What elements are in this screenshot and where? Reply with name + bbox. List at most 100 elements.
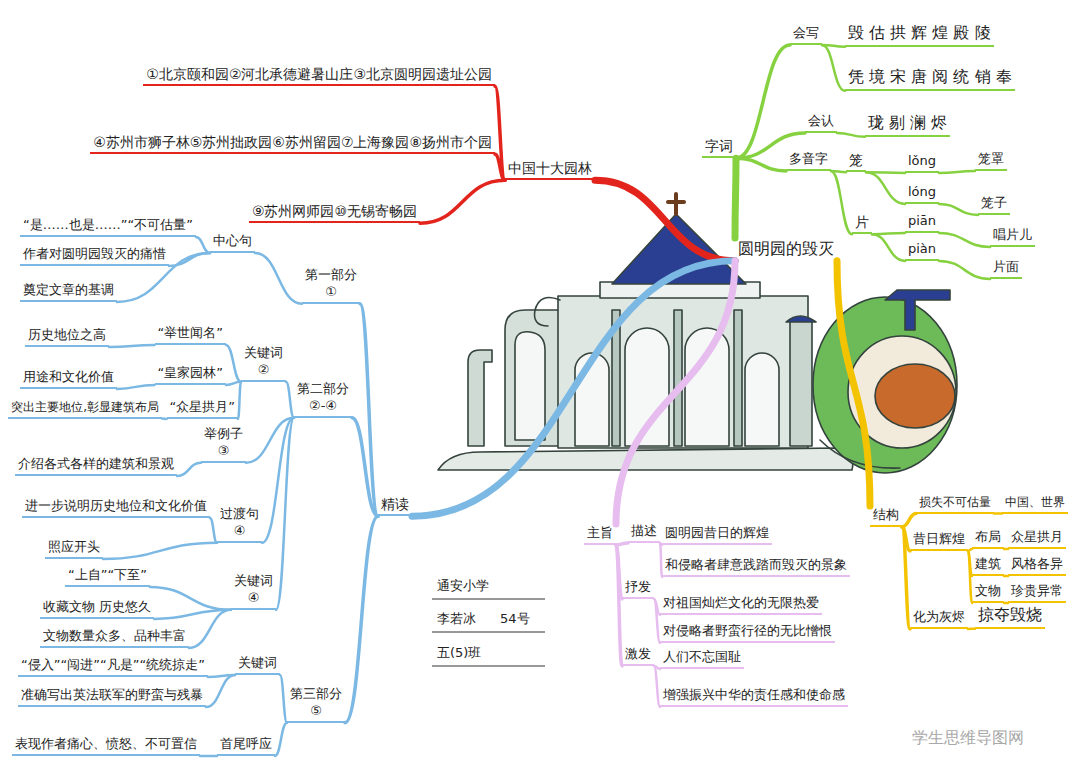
node-text: 化为灰烬 (913, 609, 965, 626)
branch-topic: lǒng (905, 152, 939, 173)
branch-line (200, 755, 217, 758)
name-underline (432, 599, 545, 666)
branch-line (616, 261, 735, 524)
branch-topic: piàn (905, 240, 939, 261)
node-text: 会认 (808, 113, 834, 130)
branch-line (276, 418, 294, 610)
branch-topic: 照应开头 (45, 538, 103, 559)
branch-topic: 损失不可估量 (916, 494, 994, 514)
branch-line (495, 86, 505, 180)
node-text: 收藏文物 历史悠久 (43, 599, 151, 616)
node-text: 和侵略者肆意践踏而毁灭的景象 (665, 557, 847, 574)
branch-topic: 关键词② (241, 344, 286, 382)
branch-line (616, 543, 628, 545)
branch-topic: 凭 境 宋 唐 阅 统 销 奉 (845, 66, 1015, 91)
branch-line (246, 418, 294, 463)
node-text: 众星拱月 (1011, 529, 1063, 546)
node-text: “皇家园林” (158, 365, 223, 382)
node-text: ②-④ (297, 398, 349, 415)
branch-topic: ④苏州市狮子林⑤苏州拙政园⑥苏州留园⑦上海豫园⑧扬州市个园 (90, 132, 495, 154)
node-text: 风格各异 (1011, 556, 1063, 573)
branch-line (968, 628, 975, 631)
node-text: 关键词 (238, 655, 277, 672)
node-text: 笼 (849, 151, 863, 169)
branch-topic: 准确写出英法联军的野蛮与残暴 (18, 686, 206, 707)
node-text: 用途和文化价值 (23, 369, 114, 386)
node-text: 作者对圆明园毁灭的痛惜 (23, 246, 166, 263)
branch-line (169, 253, 210, 266)
branch-topic: 关键词 (235, 654, 280, 675)
node-text: 增强振兴中华的责任感和使命感 (663, 687, 845, 704)
branch-topic: 笼罩 (975, 150, 1007, 171)
branch-line (352, 418, 378, 516)
node-text: 准确写出英法联军的野蛮与残暴 (21, 687, 203, 704)
branch-topic: 人们不忘国耻 (660, 648, 744, 669)
node-text: 圆明园的毁灭 (738, 239, 834, 260)
branch-topic: 中心句 (210, 232, 255, 253)
branch-topic: 关键词④ (231, 572, 276, 610)
branch-line (189, 610, 231, 648)
node-text: 过渡句 (220, 506, 259, 523)
node-text: ④ (234, 590, 273, 607)
node-text: 昔日辉煌 (913, 531, 965, 548)
illustration-shape (745, 353, 779, 446)
node-text: 字词 (705, 137, 733, 155)
node-text: 中心句 (213, 233, 252, 250)
branch-topic: “众星拱月” (167, 398, 238, 419)
branch-topic: 历史地位之高 (25, 326, 109, 347)
branch-topic: 作者对圆明园毁灭的痛惜 (20, 245, 169, 266)
branch-line (939, 171, 975, 173)
branch-line (495, 154, 505, 180)
branch-line (210, 518, 217, 543)
illustration-shape (685, 328, 729, 446)
branch-topic: 片面 (990, 258, 1022, 279)
author-info: 通安小学 (437, 578, 489, 595)
branch-topic: 片 (852, 212, 872, 234)
branch-topic: 珍贵异常 (1008, 582, 1066, 603)
branch-topic: “是……也是……”“不可估量” (20, 216, 196, 237)
branch-topic: 字词 (702, 136, 736, 158)
node-text: 多音字 (789, 151, 828, 168)
branch-line (117, 385, 155, 389)
branch-topic: 表现作者痛心、愤怒、不可置信 (12, 735, 200, 756)
node-text: 笼罩 (978, 151, 1004, 168)
node-text: “是……也是……”“不可估量” (23, 217, 193, 234)
branch-topic: 激发 (622, 645, 654, 666)
node-text: ⑤ (290, 703, 342, 720)
node-text: ①北京颐和园②河北承德避暑山庄③北京圆明园遗址公园 (146, 65, 492, 83)
node-text: 人们不忘国耻 (663, 649, 741, 666)
branch-line (939, 233, 990, 247)
branch-line (226, 382, 241, 385)
branch-topic: 中国、世界 (1002, 494, 1068, 514)
branch-line (275, 723, 287, 756)
node-text: ② (244, 362, 283, 379)
illustration-shape (432, 598, 545, 599)
node-text: 举例子 (204, 426, 243, 443)
ruins-illustration (438, 194, 957, 473)
node-text: 第一部分 (305, 267, 357, 284)
branch-topic: 结构 (870, 506, 902, 527)
node-text: 笼子 (981, 195, 1007, 212)
node-text: 会写 (793, 25, 819, 42)
branch-line (736, 45, 790, 158)
branch-line (206, 675, 235, 707)
branch-topic: ①北京颐和园②河北承德避暑山庄③北京圆明园遗址公园 (143, 64, 495, 86)
branch-topic: 第三部分⑤ (287, 685, 345, 723)
branch-topic: “皇家园林” (155, 364, 226, 385)
illustration-shape (438, 448, 853, 470)
branch-line (196, 237, 210, 253)
branch-line (412, 261, 735, 516)
branch-topic: 笼子 (978, 194, 1010, 215)
node-text: “侵入”“闯进”“凡是”“统统掠走” (21, 657, 205, 674)
node-text: 第二部分 (297, 381, 349, 398)
branch-line (902, 527, 910, 629)
branch-topic: 和侵略者肆意践踏而毁灭的景象 (662, 556, 850, 577)
branch-topic: 众星拱月 (1008, 528, 1066, 549)
node-text: 对侵略者野蛮行径的无比憎恨 (663, 623, 832, 640)
node-text: 首尾呼应 (220, 736, 272, 753)
node-text: 建筑 (975, 556, 1001, 573)
node-text: 中国十大园林 (508, 159, 592, 177)
node-text: 凭 境 宋 唐 阅 统 销 奉 (848, 67, 1012, 88)
branch-topic: 化为灰烬 (910, 608, 968, 629)
branch-topic: 突出主要地位,彰显建筑布局 (8, 399, 162, 419)
